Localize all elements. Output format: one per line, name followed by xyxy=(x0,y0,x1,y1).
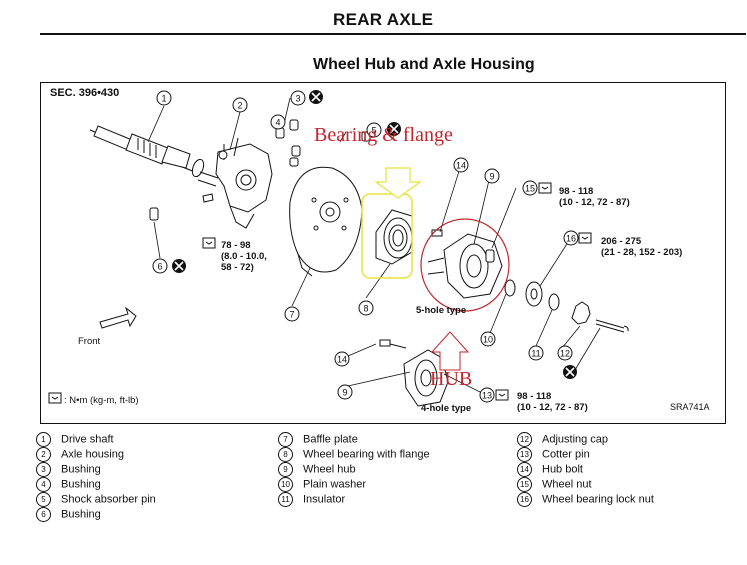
bearing-annotation: Bearing & flange xyxy=(314,124,453,146)
svg-text:10: 10 xyxy=(483,335,493,345)
svg-text:4: 4 xyxy=(275,118,280,128)
svg-text:2: 2 xyxy=(237,101,242,111)
wheel-bearing-drawing xyxy=(375,209,413,265)
callout-14: 14 xyxy=(453,157,469,173)
section-number: SEC. 396•430 xyxy=(50,87,120,99)
callout-9-lower: 9 xyxy=(337,384,353,400)
no-reuse-icon xyxy=(172,90,577,379)
svg-text:14: 14 xyxy=(337,355,347,365)
hub5-label: 5-hole type xyxy=(416,305,467,316)
drive-shaft-drawing xyxy=(89,125,219,187)
svg-text:14: 14 xyxy=(456,161,466,171)
svg-text:9: 9 xyxy=(342,388,347,398)
callout-markers: 1 2 3 4 5 6 7 8 9 9 10 11 12 13 14 14 15… xyxy=(152,90,579,403)
highlight-annotations xyxy=(361,167,510,371)
callout-13: 13 xyxy=(479,387,495,403)
svg-text:6: 6 xyxy=(157,262,162,272)
svg-text:12: 12 xyxy=(560,349,570,359)
torque-wrench-icon xyxy=(48,182,592,404)
leader-lines xyxy=(147,97,601,395)
svg-text:16: 16 xyxy=(566,234,576,244)
callout-4: 4 xyxy=(270,114,286,130)
callout-9: 9 xyxy=(484,168,500,184)
callout-7: 7 xyxy=(284,306,300,322)
callout-2: 2 xyxy=(232,97,248,113)
svg-text:9: 9 xyxy=(489,172,494,182)
callout-1: 1 xyxy=(156,90,172,106)
callout-6: 6 xyxy=(152,258,168,274)
callout-11: 11 xyxy=(528,345,544,361)
svg-text:7: 7 xyxy=(289,310,294,320)
svg-text:8: 8 xyxy=(363,304,368,314)
svg-text:3: 3 xyxy=(295,94,300,104)
diagram-frame xyxy=(40,82,726,424)
callout-8: 8 xyxy=(358,300,374,316)
small-parts-drawing xyxy=(504,279,629,333)
callout-14-lower: 14 xyxy=(334,351,350,367)
torque-wheel-nut-bottom: 98 - 118 (10 - 12, 72 - 87) xyxy=(517,391,588,413)
callout-10: 10 xyxy=(480,331,496,347)
callout-5: 5 xyxy=(366,122,382,138)
baffle-plate-drawing xyxy=(289,166,363,277)
exploded-diagram: 1 2 3 4 5 6 7 8 9 9 10 11 12 13 14 14 15… xyxy=(48,90,629,407)
page-title: REAR AXLE xyxy=(333,10,434,29)
wheel-hub-4-drawing xyxy=(379,339,449,407)
svg-text:1: 1 xyxy=(161,94,166,104)
header-rule xyxy=(40,33,746,35)
callout-12: 12 xyxy=(557,345,573,361)
figure-id: SRA741A xyxy=(670,402,710,412)
unit-note: : N•m (kg-m, ft-lb) xyxy=(64,395,139,406)
torque-wheel-nut-top: 98 - 118 (10 - 12, 72 - 87) xyxy=(559,186,630,208)
torque-lock-nut: 206 - 275 (21 - 28, 152 - 203) xyxy=(601,236,683,258)
callout-15: 15 xyxy=(522,180,538,196)
torque-axle-housing: 78 - 98 (8.0 - 10.0, 58 - 72) xyxy=(221,240,267,273)
page-subtitle: Wheel Hub and Axle Housing xyxy=(313,56,535,73)
bushings-drawing xyxy=(149,119,371,221)
svg-text:13: 13 xyxy=(482,391,492,401)
callout-3: 3 xyxy=(290,90,306,106)
axle-housing-drawing xyxy=(215,137,273,229)
svg-text:15: 15 xyxy=(525,184,535,194)
front-arrow-icon xyxy=(99,306,137,329)
callout-16: 16 xyxy=(563,230,579,246)
front-label: Front xyxy=(78,336,101,347)
svg-text:11: 11 xyxy=(531,349,540,359)
svg-text:5: 5 xyxy=(371,126,376,136)
wheel-hub-5-drawing xyxy=(427,229,503,299)
hub-annotation: HUB xyxy=(430,368,473,390)
hub4-label: 4-hole type xyxy=(421,403,472,414)
